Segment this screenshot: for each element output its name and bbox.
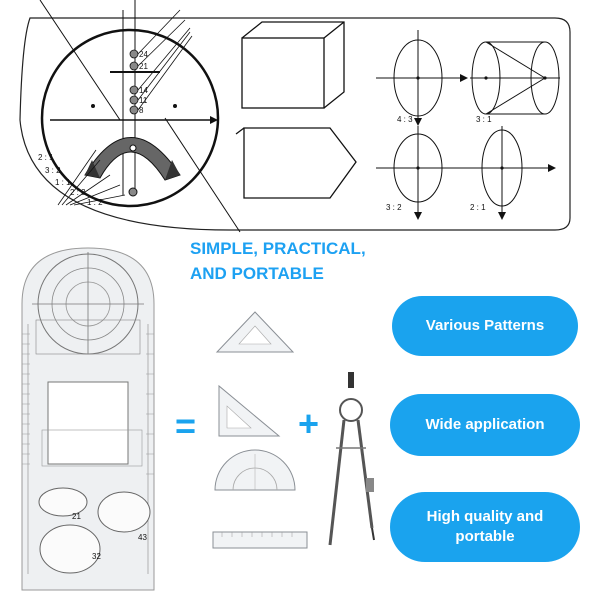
- feature-label: Various Patterns: [425, 317, 545, 334]
- ratio-label: 3 : 2: [45, 166, 61, 175]
- protractor: [214, 449, 296, 491]
- ratio-label: 2 : 1: [38, 153, 54, 162]
- set-square-large: [218, 384, 281, 437]
- straight-ruler: [212, 531, 308, 549]
- feature-label-line-2: portable: [455, 528, 515, 545]
- headline: SIMPLE, PRACTICAL, AND PORTABLE: [190, 236, 430, 286]
- feature-badge-wide-application: Wide application: [390, 394, 580, 456]
- ellipse-ratio-label: 3 : 1: [476, 115, 492, 124]
- headline-line-2: AND PORTABLE: [190, 264, 324, 283]
- compass-icon: [328, 372, 375, 546]
- set-square-small: [215, 311, 295, 353]
- circle-size-label: 21: [139, 62, 148, 71]
- circle-size-label: 8: [139, 106, 144, 115]
- plus-sign: +: [298, 403, 320, 444]
- circle-size-label: 14: [139, 86, 148, 95]
- ellipse-ratio-label: 2 : 1: [470, 203, 486, 212]
- ellipse-ratio-label: 4 : 3: [397, 115, 413, 124]
- geometry-diagram: 24 21 14 11 8 2 : 1 3 : 2 1 : 1 2 : 3 1 …: [19, 0, 571, 233]
- feature-badge-various-patterns: Various Patterns: [392, 296, 578, 356]
- headline-line-1: SIMPLE, PRACTICAL,: [190, 239, 366, 258]
- ratio-label: 1 : 1: [55, 178, 71, 187]
- ratio-label: 2 : 3: [70, 188, 86, 197]
- circle-size-label: 11: [139, 96, 148, 105]
- ruler-size-label: 21: [72, 512, 81, 521]
- equals-sign: =: [175, 405, 197, 446]
- feature-label-line-1: High quality and: [426, 508, 544, 525]
- circle-size-label: 24: [139, 50, 148, 59]
- template-ruler: 21 43 32: [21, 247, 155, 591]
- ruler-size-label: 43: [138, 533, 147, 542]
- ratio-label: 1 : 2: [87, 198, 103, 207]
- feature-badge-high-quality: High quality and portable: [390, 492, 580, 562]
- feature-label: Wide application: [425, 416, 545, 433]
- ellipse-ratio-label: 3 : 2: [386, 203, 402, 212]
- ruler-size-label: 32: [92, 552, 101, 561]
